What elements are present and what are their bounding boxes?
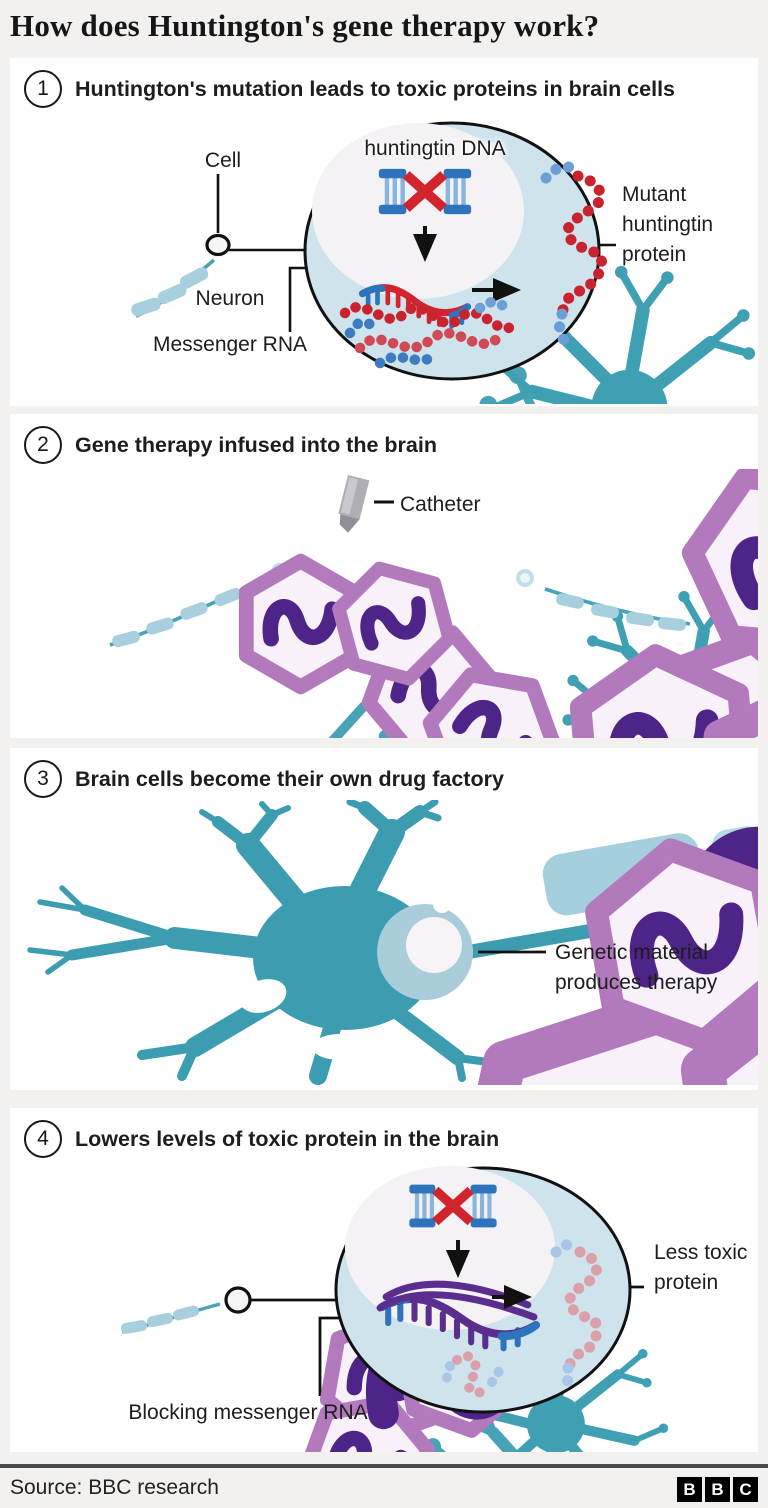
nucleus	[312, 123, 524, 299]
footer-divider	[0, 1464, 768, 1468]
panel4-illustration	[121, 1166, 758, 1452]
panel2-illustration	[109, 469, 758, 738]
bbc-logo-letter: B	[705, 1477, 730, 1502]
step-number-badge: 3	[24, 760, 62, 798]
mutant-protein-icon	[540, 161, 607, 346]
panel-step-4: 4 Lowers levels of toxic protein in the …	[10, 1108, 758, 1452]
cell-marker	[224, 1286, 252, 1314]
messenger-rna-label: Messenger RNA	[152, 333, 308, 356]
step-number-badge: 1	[24, 70, 62, 108]
step-heading: Lowers levels of toxic protein in the br…	[75, 1126, 500, 1151]
treated-neuron-icon	[121, 1219, 668, 1452]
neuron-icon	[235, 569, 691, 738]
step-number-badge: 2	[24, 426, 62, 464]
step-heading: Huntington's mutation leads to toxic pro…	[75, 76, 675, 101]
step-heading: Brain cells become their own drug factor…	[75, 766, 504, 791]
huntingtin-dna-label: huntingtin DNA	[364, 137, 506, 160]
less-toxic-label: Less toxic protein	[654, 1241, 748, 1294]
blocking-rna-label: Blocking messenger RNA	[128, 1401, 368, 1424]
panel1-illustration	[131, 121, 758, 405]
less-toxic-protein-icon	[550, 1239, 603, 1389]
catheter-label: Catheter	[400, 493, 481, 516]
neuron-label: Neuron	[195, 287, 265, 310]
viral-vector-icons	[433, 833, 758, 1085]
panel-step-2: 2 Gene therapy infused into the brain	[10, 414, 758, 738]
cell-marker	[205, 233, 231, 257]
genetic-material-label: Genetic material produces therapy	[555, 941, 718, 994]
panel-step-1: 1 Huntington's mutation leads to toxic p…	[10, 58, 758, 406]
neuron-icon	[131, 233, 758, 405]
cell-zoom-circle	[334, 1166, 632, 1414]
mutant-protein-label: Mutant huntingtin protein	[622, 183, 714, 266]
step-heading: Gene therapy infused into the brain	[75, 432, 437, 457]
bbc-logo-letter: B	[677, 1477, 702, 1502]
catheter-icon	[338, 475, 394, 533]
step-number-badge: 4	[24, 1120, 62, 1158]
cell-zoom-circle	[303, 121, 607, 381]
bbc-logo-letter: C	[733, 1477, 758, 1502]
panel3-illustration	[27, 800, 758, 1085]
cell-label: Cell	[204, 149, 242, 172]
panel-step-3: 3 Brain cells become their own drug fact…	[10, 748, 758, 1090]
protein-tangle-icon	[339, 296, 521, 369]
degraded-protein-icon	[441, 1351, 505, 1398]
source-text: Source: BBC research	[10, 1476, 219, 1499]
bbc-logo: B B C	[677, 1477, 758, 1502]
page-title: How does Huntington's gene therapy work?	[10, 8, 600, 43]
